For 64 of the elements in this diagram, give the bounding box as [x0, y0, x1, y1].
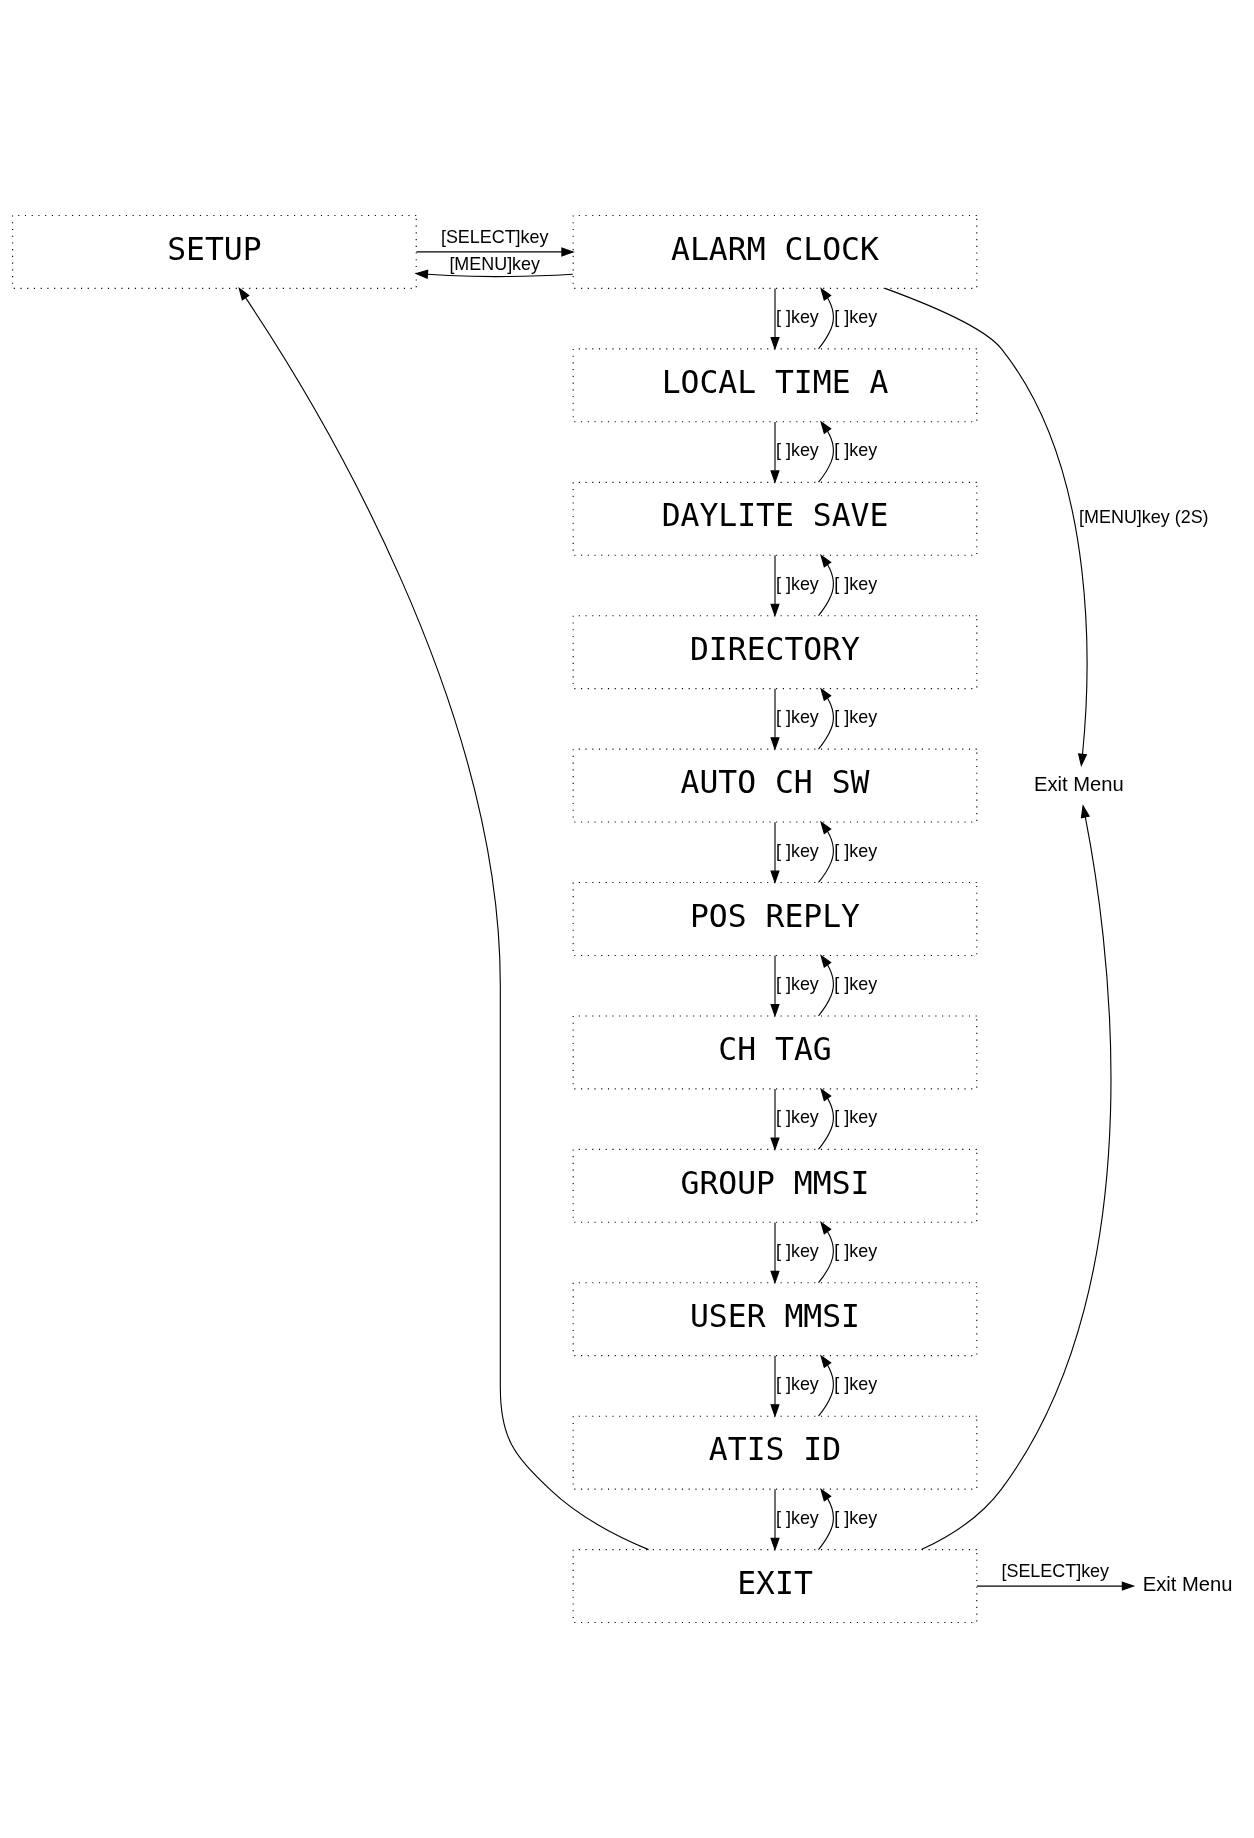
node-box: ALARM CLOCK: [572, 214, 978, 289]
edge-label: [ ]key: [776, 1240, 819, 1261]
arrow: [817, 1354, 834, 1417]
edge-label: [ ]key: [834, 306, 878, 327]
node-box: EXIT: [572, 1549, 978, 1624]
arrow: [817, 954, 834, 1017]
arrow: [415, 247, 575, 257]
node-box: ATIS ID: [572, 1415, 978, 1490]
arrow: [770, 554, 780, 618]
arrow: [238, 287, 650, 1551]
edge-label: [ ]key: [776, 440, 819, 461]
arrow: [817, 687, 834, 750]
arrow: [817, 554, 834, 617]
node-box: DAYLITE SAVE: [572, 481, 978, 556]
edge-label: [ ]key: [834, 1374, 878, 1395]
edge-label: [ ]key: [834, 440, 878, 461]
arrow: [770, 1221, 780, 1285]
arrow: [817, 1487, 834, 1551]
edge-label: [ ]key: [834, 973, 878, 994]
node-box: AUTO CH SW: [572, 748, 978, 823]
arrow: [976, 1581, 1136, 1591]
node-text: Exit Menu: [1033, 772, 1124, 795]
arrow: [770, 688, 780, 751]
node-box: GROUP MMSI: [572, 1148, 978, 1223]
node-box: USER MMSI: [572, 1282, 978, 1357]
arrow: [817, 420, 834, 483]
edge-label: [ ]key: [776, 840, 819, 861]
edge-label: [SELECT]key: [1001, 1560, 1110, 1581]
node-text: Exit Menu: [1142, 1573, 1233, 1596]
edge-label: [ ]key: [834, 1507, 878, 1528]
arrow: [817, 287, 834, 350]
edge-label: [MENU]key: [449, 253, 541, 274]
arrow: [817, 1087, 834, 1150]
arrow: [770, 955, 780, 1018]
edge-label: [ ]key: [776, 973, 819, 994]
arrow: [884, 287, 1088, 768]
edge-label: [ ]key: [834, 573, 878, 594]
edge-label: [ ]key: [834, 1107, 878, 1128]
edge-label: [SELECT]key: [440, 226, 549, 247]
node-box: DIRECTORY: [572, 615, 978, 690]
edge-label: [MENU]key (2S): [1079, 507, 1209, 528]
node-box: POS REPLY: [572, 882, 978, 956]
arrow: [770, 1355, 780, 1418]
arrow: [770, 421, 780, 484]
arrow: [817, 1221, 834, 1284]
arrow: [920, 804, 1112, 1551]
arrow: [770, 288, 780, 351]
arrow: [817, 820, 834, 884]
edge-label: [ ]key: [834, 1240, 878, 1261]
edge-label: [ ]key: [776, 1507, 819, 1528]
arrow: [770, 821, 780, 885]
node-box: LOCAL TIME A: [572, 348, 978, 423]
edge-label: [ ]key: [834, 840, 878, 861]
node-box: SETUP: [12, 214, 417, 289]
edge-label: [ ]key: [776, 1374, 819, 1395]
edge-label: [ ]key: [776, 1107, 819, 1128]
edge-label: [ ]key: [776, 573, 819, 594]
edge-label: [ ]key: [776, 707, 819, 728]
node-box: CH TAG: [572, 1015, 978, 1090]
edge-label: [ ]key: [834, 707, 878, 728]
arrow: [770, 1088, 780, 1151]
edge-label: [ ]key: [776, 306, 819, 327]
arrow: [770, 1488, 780, 1552]
arrow: [414, 269, 574, 279]
